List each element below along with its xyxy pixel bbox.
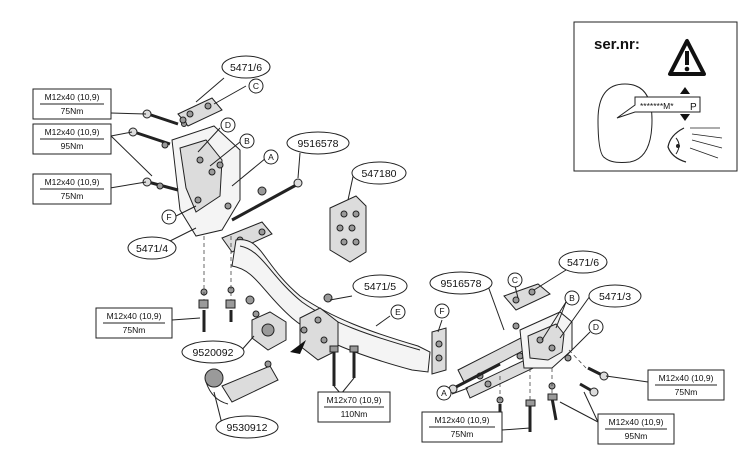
svg-text:110Nm: 110Nm — [341, 409, 368, 419]
svg-text:9530912: 9530912 — [227, 422, 268, 434]
svg-text:M12x40 (10,9): M12x40 (10,9) — [659, 373, 714, 383]
svg-text:D: D — [593, 322, 599, 332]
serial-number-box: ser.nr: *******M* P — [573, 21, 738, 172]
part-label-top-plate-left: 5471/6 — [221, 55, 271, 79]
svg-text:5471/3: 5471/3 — [599, 291, 631, 303]
part-label-socket-plate: 9520092 — [181, 340, 245, 364]
left-bottom-bolts — [198, 286, 236, 332]
svg-text:D: D — [225, 120, 231, 130]
torque-spec-right-low: M12x40 (10,9) 75Nm — [647, 369, 725, 401]
letter-marker: D — [588, 319, 604, 335]
right-top-plate — [503, 283, 551, 330]
svg-text:5471/6: 5471/6 — [230, 62, 262, 74]
letter-marker: D — [220, 117, 236, 133]
svg-text:95Nm: 95Nm — [625, 431, 648, 441]
svg-text:75Nm: 75Nm — [451, 429, 474, 439]
letter-marker: B — [239, 133, 255, 149]
crossbar — [231, 239, 431, 373]
svg-text:5471/4: 5471/4 — [136, 243, 168, 255]
letter-marker: A — [436, 385, 452, 401]
left-lower-bracket — [221, 221, 273, 253]
torque-spec-left-low: M12x40 (10,9) 75Nm — [32, 173, 112, 205]
svg-text:5471/6: 5471/6 — [567, 257, 599, 269]
part-label-electrical-plate: 547180 — [351, 161, 407, 185]
vehicle-outline — [597, 83, 653, 163]
torque-spec-left-mid: M12x40 (10,9) 95Nm — [32, 123, 112, 155]
svg-text:5471/5: 5471/5 — [364, 281, 396, 293]
part-label-bolt-right: 9516578 — [429, 271, 493, 295]
warning-triangle-icon — [668, 39, 706, 76]
ball-neck — [204, 360, 279, 405]
letter-marker: C — [507, 272, 523, 288]
svg-text:9516578: 9516578 — [441, 278, 482, 290]
left-bracket — [171, 125, 241, 237]
svg-text:M12x40 (10,9): M12x40 (10,9) — [45, 127, 100, 137]
svg-text:M12x70 (10,9): M12x70 (10,9) — [327, 395, 382, 405]
svg-text:M12x40 (10,9): M12x40 (10,9) — [609, 417, 664, 427]
torque-spec-left-bottom: M12x40 (10,9) 75Nm — [95, 307, 173, 339]
right-bracket — [519, 311, 573, 369]
svg-text:E: E — [395, 307, 401, 317]
svg-text:F: F — [166, 212, 171, 222]
serial-plate-callout: *******M* P — [616, 87, 701, 121]
svg-text:75Nm: 75Nm — [61, 191, 84, 201]
center-bolts — [329, 345, 359, 386]
svg-text:9520092: 9520092 — [193, 347, 234, 359]
right-f-plate — [431, 327, 447, 375]
svg-text:F: F — [439, 306, 444, 316]
letter-marker: F — [161, 209, 177, 225]
svg-text:M12x40 (10,9): M12x40 (10,9) — [45, 177, 100, 187]
part-label-ball: 9530912 — [215, 415, 279, 439]
torque-spec-left-top: M12x40 (10,9) 75Nm — [32, 88, 112, 120]
letter-marker: E — [390, 304, 406, 320]
torque-spec-bottom-right: M12x40 (10,9) 95Nm — [597, 413, 675, 445]
part-label-bolt-left: 9516578 — [286, 131, 350, 155]
svg-text:M12x40 (10,9): M12x40 (10,9) — [107, 311, 162, 321]
electrical-plate — [329, 195, 367, 263]
left-bolts — [128, 109, 224, 192]
eye-icon — [667, 127, 723, 163]
letter-marker: A — [263, 149, 279, 165]
part-label-crossbar: 5471/5 — [352, 274, 408, 298]
part-label-bracket-left: 5471/4 — [127, 236, 177, 260]
svg-text:C: C — [512, 275, 518, 285]
part-label-top-plate-right: 5471/6 — [558, 250, 608, 274]
svg-text:A: A — [441, 388, 447, 398]
serial-plate-text: *******M* — [640, 101, 674, 111]
torque-spec-center: M12x70 (10,9) 110Nm — [317, 391, 391, 423]
part-label-bracket-right: 5471/3 — [588, 284, 642, 308]
letter-marker: B — [564, 290, 580, 306]
left-long-bolt — [231, 178, 303, 222]
socket-plate — [245, 295, 287, 351]
assembly-guides — [203, 236, 587, 400]
torque-spec-bottom-mid: M12x40 (10,9) 75Nm — [421, 411, 503, 443]
serial-plate-letter: P — [690, 102, 697, 113]
leader-lines — [107, 77, 649, 431]
svg-text:75Nm: 75Nm — [61, 106, 84, 116]
svg-text:M12x40 (10,9): M12x40 (10,9) — [435, 415, 490, 425]
letter-marker: C — [248, 78, 264, 94]
svg-text:75Nm: 75Nm — [123, 325, 146, 335]
svg-text:75Nm: 75Nm — [675, 387, 698, 397]
svg-text:C: C — [253, 81, 259, 91]
letter-marker: F — [434, 303, 450, 319]
svg-text:9516578: 9516578 — [298, 138, 339, 150]
svg-text:B: B — [244, 136, 250, 146]
svg-text:M12x40 (10,9): M12x40 (10,9) — [45, 92, 100, 102]
svg-text:95Nm: 95Nm — [61, 141, 84, 151]
serial-title: ser.nr: — [594, 36, 640, 53]
svg-text:547180: 547180 — [361, 168, 396, 180]
svg-text:B: B — [569, 293, 575, 303]
svg-text:A: A — [268, 152, 274, 162]
